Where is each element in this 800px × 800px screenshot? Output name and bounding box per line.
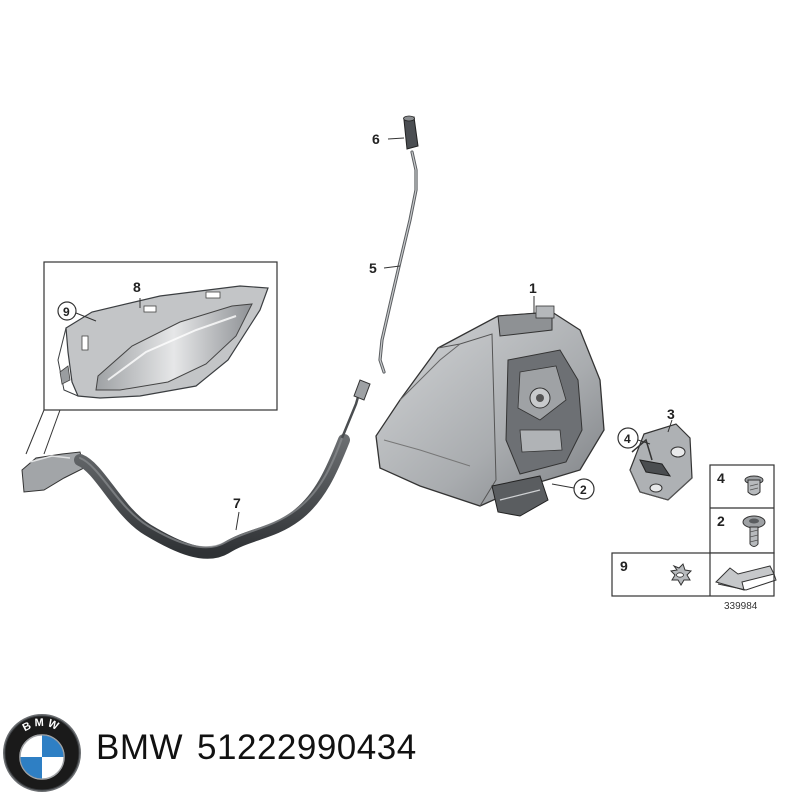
screw-2-icon bbox=[742, 515, 766, 547]
svg-text:BMW: BMW bbox=[21, 717, 63, 734]
leader-line-2 bbox=[551, 483, 575, 489]
callout-2: 2 bbox=[580, 483, 587, 497]
bowden-cable-part bbox=[21, 379, 371, 559]
handle-detail-box bbox=[25, 261, 278, 455]
callout-5: 5 bbox=[369, 260, 377, 276]
rod-part bbox=[378, 150, 418, 374]
brand-name: BMW bbox=[96, 728, 184, 767]
leader-line-6 bbox=[387, 137, 405, 140]
logo-lettering: BMW bbox=[21, 717, 60, 734]
callout-6: 6 bbox=[372, 131, 380, 147]
bmw-logo-icon: BMW bbox=[3, 714, 81, 792]
callout-9: 9 bbox=[63, 305, 70, 319]
screw-4-icon bbox=[744, 475, 764, 496]
caption: BMW 51222990434 bbox=[96, 718, 796, 778]
door-lock-part bbox=[375, 305, 605, 517]
leader-line-5 bbox=[383, 265, 401, 269]
reference-number: 339984 bbox=[724, 601, 758, 612]
part-number: 51222990434 bbox=[197, 728, 417, 767]
callout-8: 8 bbox=[133, 279, 141, 295]
star-washer-9-icon bbox=[669, 563, 693, 586]
arrow-pointer-icon bbox=[715, 565, 777, 591]
leader-line-3 bbox=[667, 419, 673, 433]
callout-9-circle bbox=[57, 301, 77, 321]
rod-end-cap-part bbox=[403, 115, 419, 150]
callout-7: 7 bbox=[233, 495, 241, 511]
legend-row1-number: 4 bbox=[717, 470, 725, 486]
striker-part bbox=[629, 423, 693, 501]
leader-line-9 bbox=[75, 312, 97, 322]
callout-1: 1 bbox=[529, 280, 537, 296]
leader-line-4 bbox=[637, 439, 651, 445]
legend-row2-number: 2 bbox=[717, 513, 725, 529]
callout-4: 4 bbox=[624, 432, 631, 446]
callout-2-circle bbox=[573, 478, 595, 500]
legend-row3-number: 9 bbox=[620, 558, 628, 574]
leader-line-7 bbox=[235, 511, 240, 531]
callout-4-circle bbox=[617, 427, 639, 449]
hardware-legend-table: 4 2 9 339984 bbox=[611, 464, 777, 612]
callout-3: 3 bbox=[667, 406, 675, 422]
